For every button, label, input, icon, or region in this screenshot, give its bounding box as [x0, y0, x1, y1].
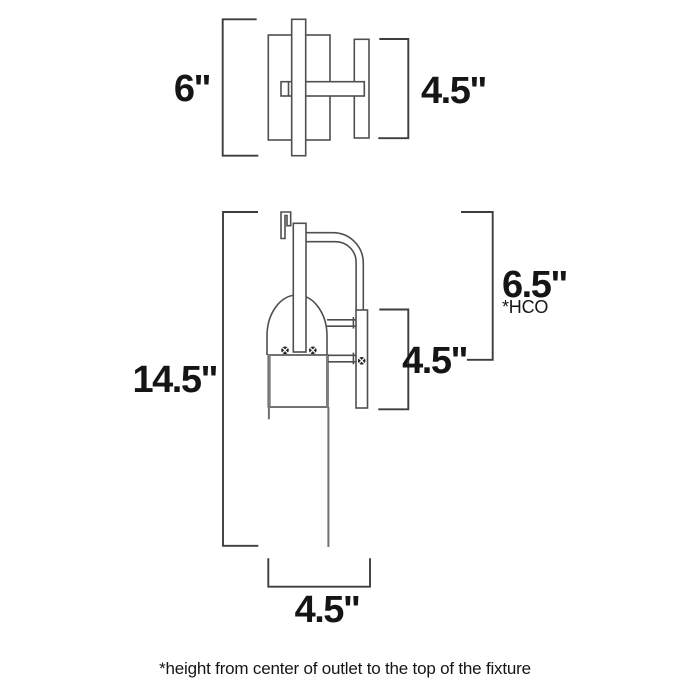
top-view-depth-label: 4.5" [421, 70, 487, 112]
hco-dimension-label: 6.5" [502, 264, 568, 306]
top-view-depth-bracket [378, 38, 410, 140]
hco-note-label: *HCO [502, 297, 549, 317]
footnote-text: *height from center of outlet to the top… [159, 659, 531, 678]
width-label: 4.5" [294, 589, 361, 631]
side-view-width-bracket [267, 558, 371, 588]
top-view-height-bracket [221, 18, 259, 157]
glass-panel [267, 354, 329, 408]
side-view-drawing [222, 211, 494, 588]
curved-arm-inner [306, 240, 357, 310]
screw-icon [357, 357, 366, 365]
hco-bracket [461, 211, 494, 361]
upper-support-arm [327, 317, 356, 329]
top-view-height-label: 6" [173, 68, 212, 110]
screw-icon [281, 346, 289, 355]
backplate-height-bracket [378, 308, 410, 411]
wall-hook [280, 211, 292, 240]
lower-support-arm [328, 352, 356, 365]
side-view-height-bracket [222, 211, 259, 547]
top-view-drawing [221, 18, 410, 157]
side-view-mounting-strap [292, 222, 307, 353]
screw-icon [309, 346, 317, 355]
overall-height-label: 14.5" [132, 359, 219, 401]
backplate-height-label: 4.5" [402, 340, 468, 382]
top-view-mounting-strap [290, 18, 307, 157]
curved-arm-outer [306, 231, 365, 310]
